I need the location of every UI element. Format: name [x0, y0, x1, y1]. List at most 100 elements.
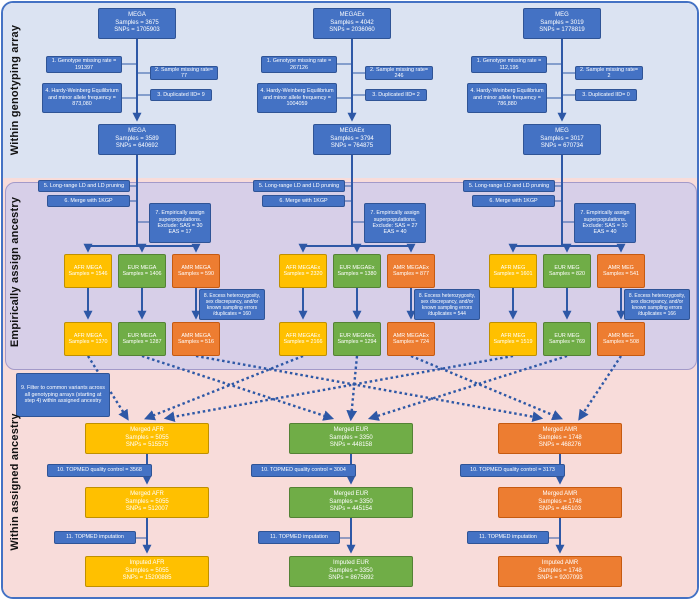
- box-title: EUR MEG: [554, 264, 580, 271]
- step4-hwe-maf-megaex: 4. Hardy-Weinberg Equilibrium and minor …: [257, 83, 337, 113]
- box-title: MEG: [555, 12, 569, 19]
- band-label-assigned: Within assigned ancestry: [9, 413, 21, 551]
- merged-afr-box-2: Merged AFR Samples = 5055 SNPs = 512007: [85, 487, 209, 518]
- step3-duplicated-iid-megaex: 3. Duplicated IID= 2: [365, 89, 427, 101]
- box-snps: SNPs = 9207093: [537, 575, 583, 582]
- box-samples: Samples = 3794: [330, 135, 374, 142]
- eur-megaex-box-1: EUR MEGAEx Samples = 1380: [333, 254, 381, 288]
- box-title: EUR MEGA: [127, 332, 157, 339]
- box-samples: Samples = 5055: [125, 434, 169, 441]
- box-title: Merged EUR: [333, 491, 369, 498]
- step5-ld-pruning-mega: 5. Long-range LD and LD pruning: [38, 180, 130, 192]
- box-title: AFR MEG: [500, 332, 526, 339]
- box-title: EUR MEG: [554, 332, 580, 339]
- afr-meg-box-1: AFR MEG Samples = 1601: [489, 254, 537, 288]
- box-samples: Samples = 516: [177, 339, 215, 345]
- afr-meg-box-2: AFR MEG Samples = 1519: [489, 322, 537, 356]
- band-label-genotyping: Within genotyping array: [9, 24, 21, 156]
- amr-mega-box-1: AMR MEGA Samples = 590: [172, 254, 220, 288]
- meg-input-box: MEG Samples = 3019 SNPs = 1778819: [523, 8, 601, 39]
- step3-duplicated-iid-meg: 3. Duplicated IID= 0: [575, 89, 637, 101]
- afr-megaex-box-2: AFR MEGAEx Samples = 2166: [279, 322, 327, 356]
- box-title: Imputed AFR: [129, 560, 165, 567]
- box-samples: Samples = 1748: [538, 567, 582, 574]
- step7-superpopulations-meg: 7. Empirically assign superpopulations. …: [574, 203, 636, 243]
- box-snps: SNPs = 764875: [330, 143, 374, 150]
- box-samples: Samples = 590: [177, 271, 215, 277]
- afr-mega-box-1: AFR MEGA Samples = 1546: [64, 254, 112, 288]
- box-samples: Samples = 3017: [540, 135, 584, 142]
- eur-mega-box-2: EUR MEGA Samples = 1287: [118, 322, 166, 356]
- box-snps: SNPs = 515575: [125, 442, 169, 449]
- step11-topmed-imputation-amr: 11. TOPMED imputation: [467, 531, 549, 544]
- step8-heterozygosity-meg: 8. Excess heterozygosity, sex discrepanc…: [624, 289, 690, 320]
- box-title: AMR MEG: [608, 332, 634, 339]
- box-title: AMR MEGAEx: [393, 332, 429, 339]
- box-title: AFR MEGA: [73, 332, 103, 339]
- box-title: EUR MEGA: [127, 264, 157, 271]
- amr-meg-box-2: AMR MEG Samples = 508: [597, 322, 645, 356]
- box-snps: SNPs = 15200885: [122, 575, 172, 582]
- megaex-qc-box: MEGAEx Samples = 3794 SNPs = 764875: [313, 124, 391, 155]
- amr-meg-box-1: AMR MEG Samples = 541: [597, 254, 645, 288]
- box-title: MEGAEx: [339, 128, 365, 135]
- afr-mega-box-2: AFR MEGA Samples = 1370: [64, 322, 112, 356]
- box-title: Imputed EUR: [332, 560, 369, 567]
- step8-heterozygosity-mega: 8. Excess heterozygosity, sex discrepanc…: [199, 289, 265, 320]
- step11-topmed-imputation-afr: 11. TOPMED imputation: [54, 531, 136, 544]
- box-samples: Samples = 1748: [538, 434, 582, 441]
- box-samples: Samples = 3675: [115, 19, 159, 26]
- step1-genotype-missing-meg: 1. Genotype missing rate = 112,195: [471, 56, 547, 73]
- box-title: Merged AFR: [130, 491, 164, 498]
- megaex-input-box: MEGAEx Samples = 4042 SNPs = 2036060: [313, 8, 391, 39]
- box-title: AFR MEGA: [73, 264, 103, 271]
- box-snps: SNPs = 2036060: [329, 27, 375, 34]
- box-snps: SNPs = 448158: [329, 442, 373, 449]
- box-snps: SNPs = 1778819: [539, 27, 585, 34]
- box-samples: Samples = 1294: [337, 339, 377, 345]
- box-snps: SNPs = 1705903: [114, 27, 160, 34]
- box-title: Merged AMR: [542, 427, 578, 434]
- mega-qc-box: MEGA Samples = 3589 SNPs = 640692: [98, 124, 176, 155]
- step1-genotype-missing-megaex: 1. Genotype missing rate = 267126: [261, 56, 337, 73]
- box-title: Merged EUR: [333, 427, 369, 434]
- eur-meg-box-2: EUR MEG Samples = 769: [543, 322, 591, 356]
- box-title: EUR MEGAEx: [339, 332, 375, 339]
- box-snps: SNPs = 512007: [125, 506, 169, 513]
- step11-topmed-imputation-eur: 11. TOPMED imputation: [258, 531, 340, 544]
- box-snps: SNPs = 445154: [329, 506, 373, 513]
- box-samples: Samples = 1546: [68, 271, 108, 277]
- box-samples: Samples = 541: [602, 271, 640, 277]
- box-samples: Samples = 1380: [337, 271, 377, 277]
- box-samples: Samples = 2166: [283, 339, 323, 345]
- box-samples: Samples = 1601: [493, 271, 533, 277]
- box-title: MEGAEx: [339, 12, 365, 19]
- amr-mega-box-2: AMR MEGA Samples = 516: [172, 322, 220, 356]
- step2-sample-missing-meg: 2. Sample missing rate= 2: [575, 66, 643, 80]
- step7-superpopulations-megaex: 7. Empirically assign superpopulations. …: [364, 203, 426, 243]
- box-title: MEG: [555, 128, 569, 135]
- box-title: AFR MEGAEx: [285, 332, 321, 339]
- step10-topmed-qc-amr: 10. TOPMED quality control = 3173: [460, 464, 565, 477]
- box-samples: Samples = 3589: [115, 135, 159, 142]
- box-samples: Samples = 5055: [125, 498, 169, 505]
- merged-afr-box-1: Merged AFR Samples = 5055 SNPs = 515575: [85, 423, 209, 454]
- box-title: AMR MEGAEx: [393, 264, 429, 271]
- step5-ld-pruning-megaex: 5. Long-range LD and LD pruning: [253, 180, 345, 192]
- step6-merge-1kgp-meg: 6. Merge with 1KGP: [472, 195, 555, 207]
- box-title: Merged AMR: [542, 491, 578, 498]
- box-title: MEGA: [128, 128, 146, 135]
- box-samples: Samples = 1406: [122, 271, 162, 277]
- box-samples: Samples = 508: [602, 339, 640, 345]
- box-snps: SNPs = 670734: [540, 143, 584, 150]
- box-samples: Samples = 877: [392, 271, 430, 277]
- step3-duplicated-iid-mega: 3. Duplicated IID= 9: [150, 89, 212, 101]
- merged-amr-box-1: Merged AMR Samples = 1748 SNPs = 468276: [498, 423, 622, 454]
- eur-mega-box-1: EUR MEGA Samples = 1406: [118, 254, 166, 288]
- step7-superpopulations-mega: 7. Empirically assign superpopulations. …: [149, 203, 211, 243]
- box-title: MEGA: [128, 12, 146, 19]
- box-samples: Samples = 1287: [122, 339, 162, 345]
- imputed-afr-box: Imputed AFR Samples = 5055 SNPs = 152008…: [85, 556, 209, 587]
- box-samples: Samples = 724: [392, 339, 430, 345]
- box-samples: Samples = 3350: [329, 434, 373, 441]
